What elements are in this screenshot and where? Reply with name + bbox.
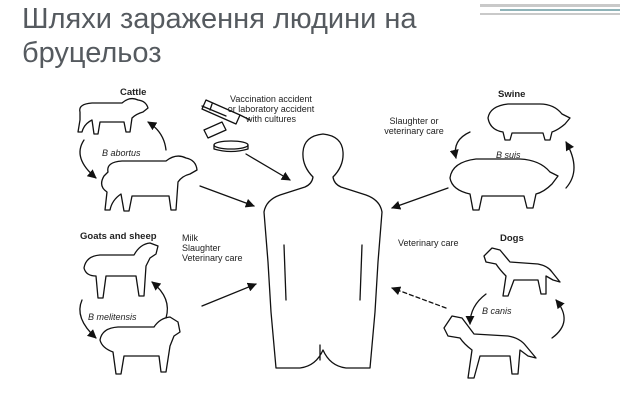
cycle-arrow-goat-down <box>79 299 97 339</box>
route-label-milk-slaughter-vet: Milk Slaughter Veterinary care <box>182 233 243 263</box>
species-label-b-canis: B canis <box>482 306 512 316</box>
decorative-header-bars <box>480 4 620 15</box>
group-title-goats-sheep: Goats and sheep <box>80 231 157 242</box>
cycle-arrow-dog-down <box>465 293 487 325</box>
arrow-goat-to-human <box>201 282 257 307</box>
cycle-arrow-swine-down <box>449 131 471 159</box>
pig-bottom-icon <box>449 158 559 211</box>
species-label-b-abortus: B abortus <box>102 148 141 158</box>
group-title-swine: Swine <box>498 89 526 100</box>
cow-top-icon <box>77 97 149 135</box>
cycle-arrow-dog-up <box>551 299 565 339</box>
group-title-dogs: Dogs <box>500 233 524 244</box>
cycle-arrow-swine-up <box>565 141 575 189</box>
goat-bottom-icon <box>99 316 181 375</box>
arrow-cattle-to-human <box>199 185 255 208</box>
goat-top-icon <box>83 242 159 299</box>
cow-bottom-icon <box>100 155 198 212</box>
arrow-lab-to-human <box>245 153 291 181</box>
syringe-icon <box>201 99 251 125</box>
dog-bottom-icon <box>443 315 537 379</box>
dog-top-icon <box>483 247 561 297</box>
slide-title: Шляхи зараження людини на бруцельоз <box>22 3 417 69</box>
group-title-cattle: Cattle <box>120 87 147 98</box>
species-label-b-melitensis: B melitensis <box>88 312 137 322</box>
test-tube-icon <box>203 121 227 139</box>
species-label-b-suis: B suis <box>496 150 521 160</box>
cycle-arrow-goat-up <box>151 281 169 319</box>
route-label-veterinary-care: Veterinary care <box>398 238 459 248</box>
arrow-swine-to-human <box>391 187 449 210</box>
arrow-dog-to-human <box>391 286 447 309</box>
pig-top-icon <box>487 103 571 141</box>
cycle-arrow-cattle-up <box>147 121 167 151</box>
route-label-slaughter-vet: Slaughter or veterinary care <box>384 116 444 136</box>
route-label-vaccination-lab: Vaccination accident or laboratory accid… <box>227 94 315 124</box>
culture-plate-icon <box>213 140 249 150</box>
human-silhouette <box>263 133 383 369</box>
cycle-arrow-cattle-down <box>79 139 97 179</box>
